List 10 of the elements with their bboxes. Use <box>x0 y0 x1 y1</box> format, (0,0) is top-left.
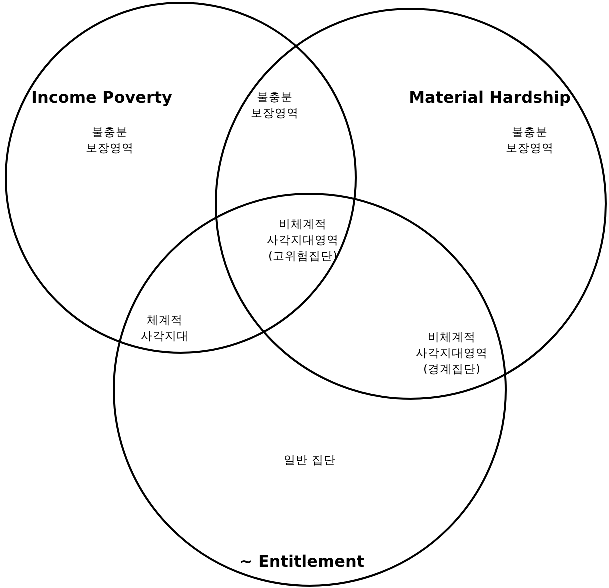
region-label: 비체계적 사각지대영역 (고위험집단) <box>266 216 340 264</box>
circle-title: Material Hardship <box>409 90 571 106</box>
region-label: 불충분 보장영역 <box>85 124 135 156</box>
circle-title: Income Poverty <box>32 90 172 106</box>
region-label: 불충분 보장영역 <box>505 124 555 156</box>
region-label: 비체계적 사각지대영역 (경계집단) <box>415 329 489 377</box>
region-label: 일반 집단 <box>283 452 337 468</box>
region-label: 불충분 보장영역 <box>250 89 300 121</box>
circle-title: ~ Entitlement <box>240 554 364 570</box>
region-label: 체계적 사각지대 <box>140 312 190 344</box>
